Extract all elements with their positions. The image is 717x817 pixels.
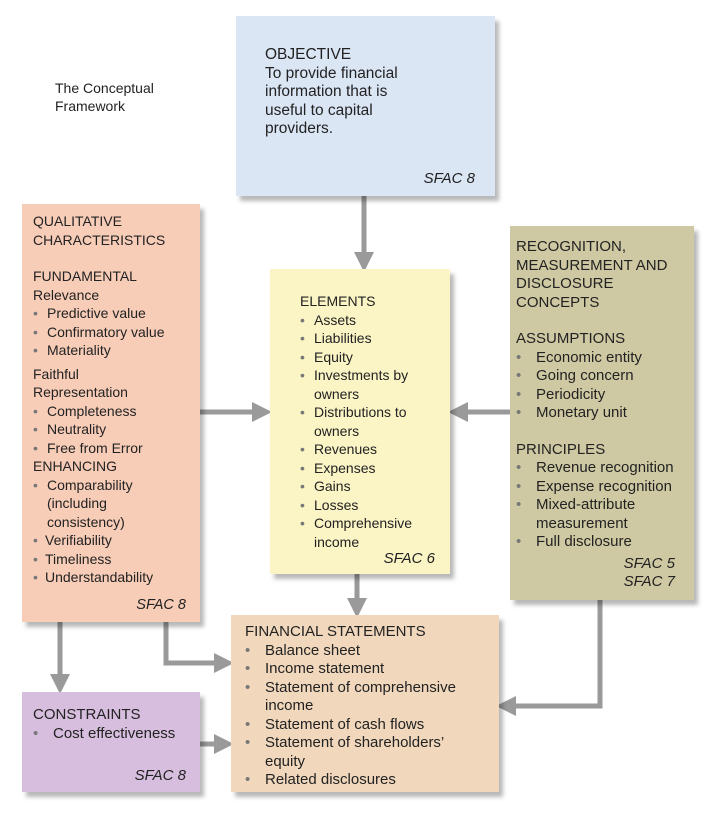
faithful-list: •Completeness •Neutrality •Free from Err… <box>33 402 198 458</box>
arrow-qualitative-to-statements <box>163 622 234 673</box>
elements-list: •Assets •Liabilities •Equity • Investmen… <box>300 311 412 552</box>
list-item: •Periodicity <box>516 385 606 403</box>
qualitative-box: QUALITATIVE CHARACTERISTICS FUNDAMENTAL … <box>22 204 200 622</box>
qualitative-source: SFAC 8 <box>136 597 186 613</box>
constraints-source: SFAC 8 <box>134 767 186 784</box>
objective-line: providers. <box>265 120 334 137</box>
list-item: •Losses <box>300 496 359 513</box>
recognition-heading: DISCLOSURE <box>516 275 614 292</box>
elements-box: ELEMENTS •Assets •Liabilities •Equity • … <box>270 269 450 574</box>
list-item: •Understandability <box>33 569 154 585</box>
statements-box: FINANCIAL STATEMENTS •Balance sheet •Inc… <box>231 615 499 792</box>
objective-source: SFAC 8 <box>423 170 475 187</box>
diagram-title: The Conceptual Framework <box>55 79 154 115</box>
enhancing-list: • Comparability (including consistency) … <box>33 476 198 587</box>
principles-list: •Revenue recognition •Expense recognitio… <box>516 459 674 552</box>
list-item: •Income statement <box>245 660 385 677</box>
list-item: •Full disclosure <box>516 533 632 550</box>
faithful-label: Faithful <box>33 365 79 382</box>
elements-source: SFAC 6 <box>383 550 435 567</box>
list-item: •Economic entity <box>516 348 642 366</box>
objective-line: information that is <box>265 83 388 100</box>
constraints-box: CONSTRAINTS •Cost effectiveness SFAC 8 <box>22 692 200 792</box>
list-item: •Predictive value <box>33 305 146 321</box>
list-item: •Gains <box>300 478 351 494</box>
fundamental-heading: FUNDAMENTAL <box>33 268 137 284</box>
recognition-heading: RECOGNITION, <box>516 238 627 255</box>
recognition-source-line: SFAC 5 <box>623 555 675 572</box>
principles-heading: PRINCIPLES <box>516 440 606 458</box>
list-item: •Completeness <box>33 402 137 419</box>
list-item: • Statement of shareholders’equity <box>245 734 445 770</box>
qualitative-heading: CHARACTERISTICS <box>33 231 166 248</box>
title-line: Framework <box>55 98 126 114</box>
objective-box: OBJECTIVE To provide financial informati… <box>236 16 495 196</box>
elements-heading: ELEMENTS <box>300 293 376 309</box>
list-item: •Expense recognition <box>516 477 672 495</box>
list-item: •Cost effectiveness <box>33 724 176 742</box>
list-item: •Confirmatory value <box>33 323 165 340</box>
list-item: •Balance sheet <box>245 641 361 659</box>
objective-line: To provide financial <box>265 64 398 82</box>
objective-line: useful to capital <box>265 101 373 119</box>
recognition-box: RECOGNITION, MEASUREMENT AND DISCLOSURE … <box>510 226 694 600</box>
recognition-source: SFAC 5 SFAC 7 <box>624 555 675 591</box>
list-item: •Verifiability <box>33 532 112 548</box>
constraints-heading: CONSTRAINTS <box>33 706 141 723</box>
faithful-label: Representation <box>33 384 128 400</box>
list-item: •Liabilities <box>300 330 372 346</box>
arrow-recognition-to-statements <box>496 600 603 716</box>
list-item: •Related disclosures <box>245 771 396 788</box>
enhancing-heading: ENHANCING <box>33 458 118 474</box>
constraints-list: •Cost effectiveness <box>33 725 175 744</box>
list-item: •Going concern <box>516 367 634 384</box>
list-item: •Expenses <box>300 459 376 476</box>
list-item: •Free from Error <box>33 439 143 456</box>
title-line: The Conceptual <box>55 80 154 96</box>
list-item: •Materiality <box>33 342 111 358</box>
list-item: •Revenues <box>300 441 378 457</box>
list-item: •Assets <box>300 311 357 328</box>
list-item: • Comparability (including consistency) <box>33 476 133 530</box>
recognition-heading: CONCEPTS <box>516 293 600 311</box>
list-item: •Neutrality <box>33 421 107 437</box>
list-item: •Statement of cash flows <box>245 715 425 733</box>
recognition-source-line: SFAC 7 <box>623 573 675 590</box>
statements-list: •Balance sheet •Income statement • State… <box>245 642 456 790</box>
list-item: •Equity <box>300 348 353 365</box>
list-item: •Timeliness <box>33 550 112 567</box>
statements-heading: FINANCIAL STATEMENTS <box>245 623 426 640</box>
objective-heading: OBJECTIVE <box>265 46 352 63</box>
list-item: •Monetary unit <box>516 404 627 421</box>
qualitative-heading: QUALITATIVE <box>33 213 122 229</box>
recognition-heading: MEASUREMENT AND <box>516 256 668 274</box>
relevance-label: Relevance <box>33 286 100 303</box>
assumptions-list: •Economic entity •Going concern •Periodi… <box>516 349 674 423</box>
assumptions-heading: ASSUMPTIONS <box>516 330 626 347</box>
relevance-list: •Predictive value •Confirmatory value •M… <box>33 304 198 360</box>
list-item: •Revenue recognition <box>516 459 674 476</box>
